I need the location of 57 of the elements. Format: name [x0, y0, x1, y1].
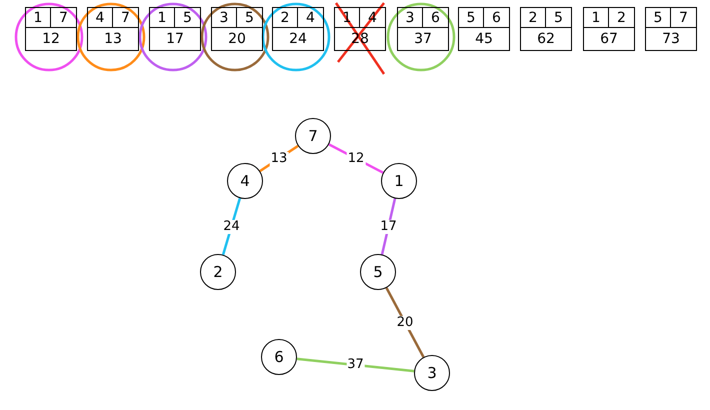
weight-cell-text: 13 — [103, 30, 123, 49]
edge-table-card — [272, 7, 324, 51]
weight-label: 12 — [346, 152, 366, 166]
graph-edge — [385, 287, 425, 358]
edge-table-card — [458, 7, 510, 51]
endpoint-cell: 2 — [273, 8, 298, 28]
vertex-circle: 5 — [360, 254, 396, 290]
endpoint-cell: 7 — [113, 8, 138, 28]
weight-cell-text: 12 — [41, 30, 61, 49]
weight-cell-text: 17 — [165, 30, 185, 49]
weight-label: 13 — [270, 152, 288, 166]
weight-label: 17 — [379, 220, 398, 234]
endpoint-cell: 5 — [546, 8, 571, 28]
endpoint-cell: 7 — [671, 8, 696, 28]
weight-label: 24 — [222, 220, 241, 234]
edge-table-card — [149, 7, 201, 51]
endpoint-cell: 5 — [175, 8, 200, 28]
weight-cell-text: 45 — [474, 30, 494, 49]
vertex-circle: 4 — [227, 163, 263, 199]
edge-table-card — [87, 7, 139, 51]
endpoint-cell: 7 — [51, 8, 76, 28]
edge-table-card — [211, 7, 263, 51]
graph-edge — [222, 198, 242, 256]
weight-cell-text: 20 — [227, 30, 247, 49]
endpoint-cell: 3 — [212, 8, 237, 28]
weight-cell-text: 62 — [536, 30, 556, 49]
endpoint-cell: 6 — [423, 8, 448, 28]
edge-table-card — [583, 7, 635, 51]
edge-table-card — [520, 7, 572, 51]
endpoint-cell: 5 — [646, 8, 671, 28]
weight-cell-text: 73 — [661, 30, 681, 49]
edge-table-card — [334, 7, 386, 51]
vertex-circle: 6 — [261, 339, 297, 375]
endpoint-cell: 1 — [150, 8, 175, 28]
weight-cell-text: 37 — [413, 30, 433, 49]
vertex-circle: 7 — [295, 118, 331, 154]
weight-cell-text: 24 — [288, 30, 308, 49]
endpoint-cell: 4 — [298, 8, 323, 28]
weight-label: 20 — [396, 316, 414, 330]
graph-edge — [296, 358, 414, 372]
vertex-circle: 1 — [381, 163, 417, 199]
vertex-circle: 3 — [414, 355, 450, 391]
endpoint-cell: 1 — [26, 8, 51, 28]
endpoint-cell: 1 — [584, 8, 609, 28]
endpoint-cell: 5 — [459, 8, 484, 28]
endpoint-cell: 2 — [609, 8, 634, 28]
endpoint-cell: 2 — [521, 8, 546, 28]
endpoint-cell: 6 — [484, 8, 509, 28]
edge-table-card — [397, 7, 449, 51]
edge-table-card — [645, 7, 697, 51]
weight-cell-text: 67 — [599, 30, 619, 49]
endpoint-cell: 5 — [237, 8, 262, 28]
endpoint-cell: 4 — [88, 8, 113, 28]
edge-table-card — [25, 7, 77, 51]
graph-edge — [380, 198, 396, 255]
vertex-circle: 2 — [200, 254, 236, 290]
endpoint-cell: 3 — [398, 8, 423, 28]
